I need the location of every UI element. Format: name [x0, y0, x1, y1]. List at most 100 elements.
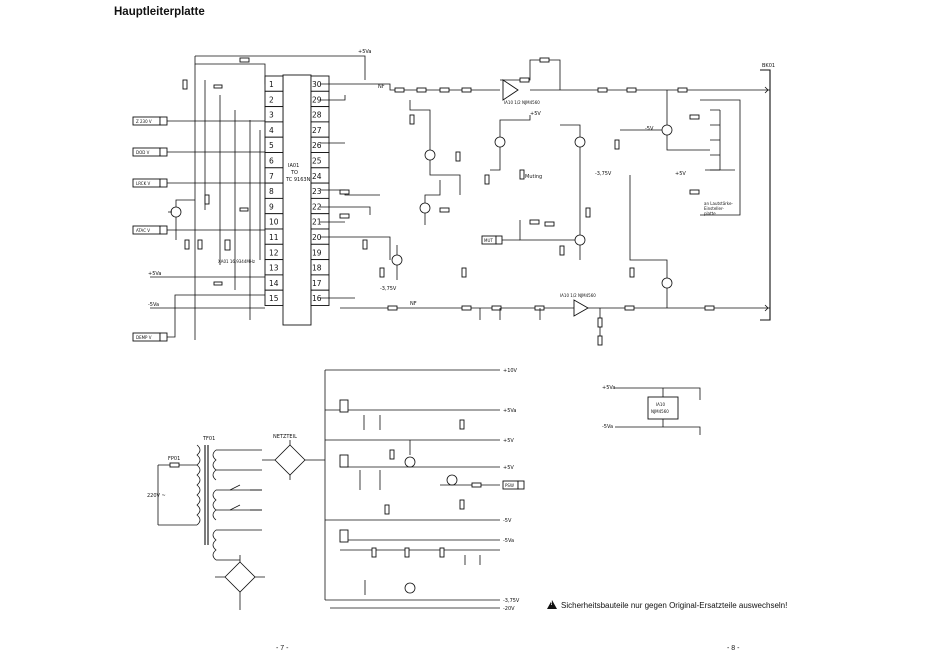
ic-pin-box: [264, 289, 284, 306]
svg-text:an Lautstärke-: an Lautstärke-: [704, 201, 733, 206]
svg-text:+5Va: +5Va: [148, 271, 161, 277]
ic-pin-label: 3: [269, 111, 274, 120]
svg-text:-5Va: -5Va: [602, 424, 613, 430]
safety-warning: Sicherheitsbauteile nur gegen Original-E…: [547, 600, 787, 610]
svg-text:NF: NF: [378, 84, 385, 90]
svg-text:Muting: Muting: [525, 174, 542, 180]
svg-text:Einsteller-: Einsteller-: [704, 206, 724, 211]
ic-pin-label: 21: [312, 218, 322, 227]
ic-pin-box: [264, 197, 284, 215]
input-connector-atac: ATAC V: [132, 225, 265, 235]
ic-pin-box: [264, 121, 284, 138]
svg-text:platte: platte: [704, 211, 716, 216]
ic-pin-label: 26: [312, 141, 322, 150]
ic-pin-label: 1: [269, 80, 274, 89]
svg-text:Z 230 V: Z 230 V: [136, 119, 152, 124]
ic-pin-label: 13: [269, 264, 279, 273]
ic-pin-label: 10: [269, 218, 279, 227]
diode-bridge-bottom: [215, 555, 265, 610]
svg-text:IA10 1/2 NJM4560: IA10 1/2 NJM4560: [504, 100, 540, 105]
ic-pin-label: 7: [269, 172, 274, 181]
svg-text:-3,75V: -3,75V: [595, 171, 612, 177]
svg-text:NJM4560: NJM4560: [651, 409, 669, 414]
ic-pin-label: 18: [312, 264, 322, 273]
svg-text:-20V: -20V: [503, 606, 515, 612]
svg-text:+5V: +5V: [675, 171, 686, 177]
page-title: Hauptleiterplatte: [114, 6, 205, 18]
svg-text:BK01: BK01: [762, 63, 775, 69]
svg-text:FP01: FP01: [168, 456, 180, 462]
svg-text:DOD V: DOD V: [136, 150, 150, 155]
ic-pin-label: 30: [312, 80, 322, 89]
ic-pin-label: 2: [269, 95, 274, 104]
ic-ref: IA01: [288, 163, 299, 169]
svg-text:-5Va: -5Va: [148, 302, 159, 308]
page-number-right: - 8 -: [727, 645, 740, 652]
svg-text:+5V: +5V: [503, 438, 514, 444]
svg-text:-3,75V: -3,75V: [380, 286, 397, 292]
ic-pin-label: 27: [312, 126, 322, 135]
svg-text:+5Va: +5Va: [503, 408, 516, 414]
ic-pin-label: 28: [312, 111, 322, 120]
ic-part: TC 9163N: [285, 177, 311, 183]
ic-pin-label: 4: [269, 126, 274, 135]
svg-text:+5Va: +5Va: [602, 385, 615, 391]
svg-text:TF01: TF01: [202, 436, 215, 442]
ic-pin-label: 12: [269, 248, 279, 257]
ic-pin-label: 9: [269, 202, 274, 211]
input-connector-lrck: LRCK V: [132, 178, 265, 188]
ic-pin-label: 29: [312, 95, 322, 104]
crystal: [224, 239, 231, 251]
diode-bridge-top: [262, 440, 325, 480]
svg-text:-5V: -5V: [503, 518, 512, 524]
svg-text:220V ~: 220V ~: [147, 493, 166, 499]
svg-text:MUT: MUT: [484, 238, 493, 243]
ic-pin-label: 15: [269, 294, 279, 303]
ic-pin-label: 14: [269, 279, 279, 288]
ic-pin-label: 6: [269, 157, 274, 166]
ic-pin-box: [264, 75, 284, 92]
ic-pin-box: [264, 152, 284, 169]
ic-pin-label: 20: [312, 233, 322, 242]
ic-pin-label: 17: [312, 279, 322, 288]
opamp-top: [502, 79, 519, 101]
ia10-box: [647, 396, 679, 420]
main-ic-body: [282, 74, 312, 326]
svg-text:+10V: +10V: [503, 368, 518, 374]
opamp-bottom: [573, 299, 589, 317]
ic-pin-label: 25: [312, 157, 322, 166]
svg-text:-5V: -5V: [645, 126, 654, 132]
svg-text:TO: TO: [290, 170, 298, 176]
svg-text:-5Va: -5Va: [503, 538, 514, 544]
ic-pin-label: 23: [312, 187, 322, 196]
warning-icon: [547, 600, 557, 609]
svg-text:-3,75V: -3,75V: [503, 598, 520, 604]
svg-text:NETZTEIL: NETZTEIL: [273, 434, 297, 440]
svg-text:+5V: +5V: [530, 111, 541, 117]
svg-text:DEMP V: DEMP V: [136, 335, 152, 340]
ic-pin-label: 19: [312, 248, 322, 257]
svg-text:PSW: PSW: [505, 483, 514, 488]
svg-text:IA10 1/2 NJM4560: IA10 1/2 NJM4560: [560, 293, 596, 298]
ic-pin-label: 22: [312, 202, 322, 211]
transformer: [196, 444, 262, 561]
svg-text:+5Va: +5Va: [358, 49, 371, 55]
svg-text:ATAC V: ATAC V: [136, 228, 150, 233]
svg-text:LRCK V: LRCK V: [136, 181, 150, 186]
ic-pin-box: [264, 106, 284, 123]
ic-pin-label: 24: [312, 172, 322, 181]
page-number-left: - 7 -: [276, 645, 289, 652]
transistor-left: [170, 206, 182, 218]
svg-text:XA01 16,9344MHz: XA01 16,9344MHz: [218, 259, 255, 264]
ic-pin-box: [264, 136, 284, 153]
ic-pin-label: 5: [269, 141, 274, 150]
ic-pin-box: [264, 182, 284, 199]
wire-5va-top: [195, 55, 366, 80]
output-connector: [760, 69, 771, 321]
ic-pin-box: [264, 90, 284, 108]
svg-text:+5V: +5V: [503, 465, 514, 471]
ic-pin-box: [264, 167, 284, 184]
svg-text:IA10: IA10: [656, 402, 665, 407]
